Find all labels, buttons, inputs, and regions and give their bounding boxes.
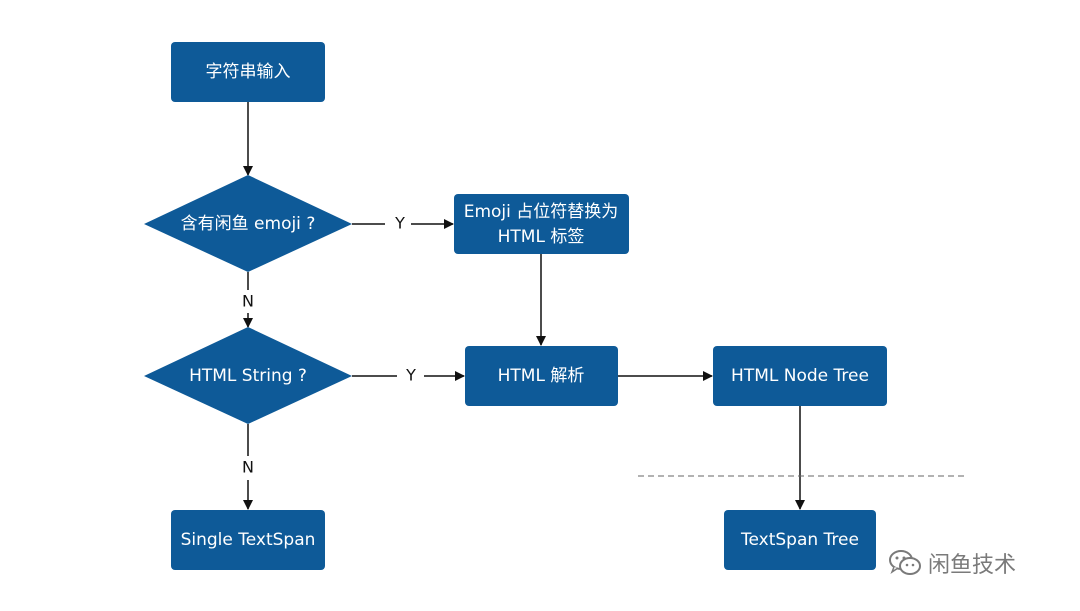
decision-is-html-string-label: HTML String ? xyxy=(189,366,307,386)
watermark-text: 闲鱼技术 xyxy=(928,553,1017,578)
node-string-input: 字符串输入 xyxy=(171,42,325,102)
node-textspan-tree: TextSpan Tree xyxy=(724,510,876,570)
node-html-parse: HTML 解析 xyxy=(465,346,618,406)
edge-label-emoji-no: N xyxy=(242,292,254,311)
node-textspan-tree-label: TextSpan Tree xyxy=(740,530,859,550)
wechat-icon xyxy=(889,550,921,575)
node-html-parse-label: HTML 解析 xyxy=(498,366,585,386)
watermark: 闲鱼技术 xyxy=(888,546,1016,580)
decision-has-emoji-label: 含有闲鱼 emoji ? xyxy=(181,214,316,234)
decision-has-emoji: 含有闲鱼 emoji ? xyxy=(144,175,352,272)
node-single-textspan-label: Single TextSpan xyxy=(181,530,316,550)
node-html-node-tree: HTML Node Tree xyxy=(713,346,887,406)
node-emoji-replace-label-line2: HTML 标签 xyxy=(498,227,585,247)
edge-label-html-yes: Y xyxy=(405,366,416,385)
node-string-input-label: 字符串输入 xyxy=(206,62,291,82)
edge-label-html-no: N xyxy=(242,458,254,477)
decision-is-html-string: HTML String ? xyxy=(144,327,352,424)
edge-label-emoji-yes: Y xyxy=(394,214,405,233)
node-emoji-replace: Emoji 占位符替换为 HTML 标签 xyxy=(454,194,629,254)
node-emoji-replace-label-line1: Emoji 占位符替换为 xyxy=(464,202,619,222)
node-single-textspan: Single TextSpan xyxy=(171,510,325,570)
node-html-node-tree-label: HTML Node Tree xyxy=(731,366,869,386)
